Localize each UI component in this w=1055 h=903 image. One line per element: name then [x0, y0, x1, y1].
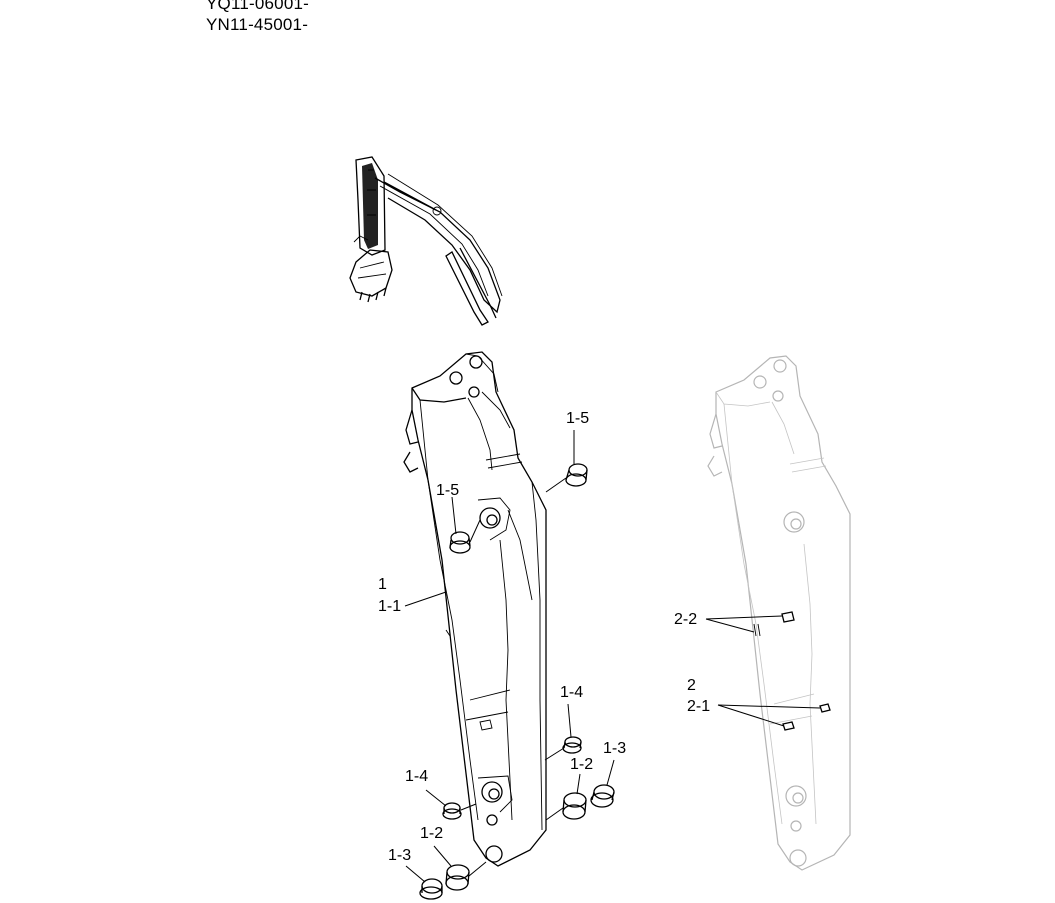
- callout-1-1: 1-1: [378, 598, 401, 615]
- leader-2-1-b: [717, 704, 785, 727]
- bushing-1-3-right: [590, 784, 615, 808]
- leader-1-5-top-b: [545, 477, 567, 493]
- leader-1-5-mid: [451, 496, 457, 535]
- bushing-1-2-left: [445, 864, 470, 891]
- bushing-1-2-right: [562, 792, 587, 820]
- leader-1-3-left: [405, 865, 426, 883]
- callout-1-3-left: 1-3: [388, 847, 411, 864]
- callout-1-2-right: 1-2: [570, 756, 593, 773]
- leader-1-4-right-b: [544, 747, 565, 761]
- leader-1-1: [404, 591, 447, 607]
- leader-1-2-right: [576, 773, 581, 795]
- bushing-1-3-left: [419, 878, 443, 900]
- leader-2-2-b: [705, 618, 755, 633]
- leader-2-2: [705, 615, 783, 620]
- pad-2-1-upper: [819, 703, 831, 713]
- callout-1-5-top: 1-5: [566, 410, 589, 427]
- arm-assembly: [403, 351, 547, 867]
- leader-1-2-left: [433, 845, 452, 867]
- callout-1-5-mid: 1-5: [436, 482, 459, 499]
- leader-2-1: [717, 704, 821, 709]
- callout-2-2: 2-2: [674, 611, 697, 628]
- leader-1-4-left: [425, 789, 447, 807]
- callout-1-4-left: 1-4: [405, 768, 428, 785]
- callout-1-2-left: 1-2: [420, 825, 443, 842]
- serial-number-1: YQ11-06001-: [206, 0, 310, 13]
- bushing-1-5-top: [565, 463, 588, 487]
- leader-1-2-left-b: [468, 861, 487, 877]
- leader-1-4-left-b: [460, 803, 477, 811]
- callout-2: 2: [687, 677, 696, 694]
- bushing-1-4-left: [442, 802, 462, 820]
- callout-2-1: 2-1: [687, 698, 710, 715]
- leader-1-4-right: [567, 703, 572, 738]
- callout-1-4-right: 1-4: [560, 684, 583, 701]
- bushing-1-5-mid: [449, 531, 471, 554]
- bushing-1-4-right: [562, 736, 582, 754]
- leader-1-3-right: [606, 759, 615, 786]
- pad-2-1-lower: [782, 721, 795, 731]
- pad-2-2: [753, 611, 795, 637]
- leader-1-5-mid-b: [469, 519, 481, 543]
- callout-1: 1: [378, 576, 387, 593]
- arm-ghost-view: [707, 355, 851, 871]
- arm-overview-illustration: [349, 156, 503, 326]
- callout-1-3-right: 1-3: [603, 740, 626, 757]
- serial-number-2: YN11-45001-: [206, 15, 309, 34]
- leader-1-2-right-b: [545, 807, 564, 821]
